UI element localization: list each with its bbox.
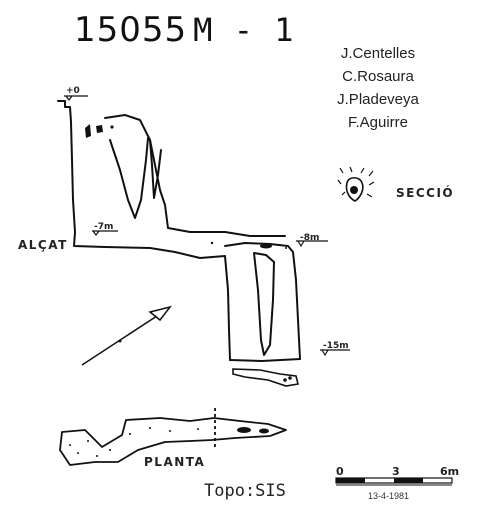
elevation-outline — [57, 100, 301, 362]
depth-label-7: -7m — [94, 222, 114, 232]
lower-passage — [232, 368, 299, 387]
formations — [85, 124, 287, 249]
marker-8 — [296, 240, 328, 248]
upper-gallery-ceiling — [104, 114, 286, 237]
right-cone — [149, 139, 162, 199]
author-3: J.Pladeveya — [337, 91, 419, 108]
scale-tick-3: 3 — [392, 465, 400, 478]
left-wall — [70, 121, 231, 361]
marker-15 — [320, 349, 350, 357]
elevation-label: ALÇAT — [18, 238, 68, 252]
topo-credit: Topo:SIS — [204, 481, 286, 501]
plan-label: PLANTA — [144, 455, 206, 469]
scale-tick-6: 6m — [440, 465, 460, 478]
section-label: SECCIÓ — [396, 186, 455, 200]
survey-date: 13-4-1981 — [368, 491, 410, 501]
scale-tick-0: 0 — [336, 465, 344, 478]
north-arrow-icon — [81, 305, 172, 366]
survey-code: M - 1 — [193, 11, 295, 49]
marker-7 — [92, 230, 118, 236]
entrance-step — [57, 100, 72, 123]
author-4: F.Aguirre — [347, 114, 409, 131]
section-symbol-icon — [337, 166, 375, 202]
author-list: J.Centelles C.Rosaura J.Pladeveya F.Agui… — [318, 42, 438, 134]
plan-outline — [59, 408, 287, 466]
depth-label-15: -15m — [323, 341, 349, 351]
depth-markers — [64, 95, 350, 357]
shaft-floor — [229, 358, 301, 362]
right-wall — [224, 242, 301, 360]
depth-label-0: +0 — [66, 86, 80, 96]
inner-shaft — [253, 252, 275, 356]
scale-bar — [335, 477, 453, 486]
author-1: J.Centelles — [340, 45, 416, 62]
marker-0 — [64, 95, 88, 101]
plan-fill — [69, 427, 269, 457]
depth-label-8: -8m — [300, 233, 320, 243]
left-cone — [109, 137, 149, 219]
author-2: C.Rosaura — [342, 68, 414, 85]
survey-number: 15055 — [74, 10, 188, 50]
